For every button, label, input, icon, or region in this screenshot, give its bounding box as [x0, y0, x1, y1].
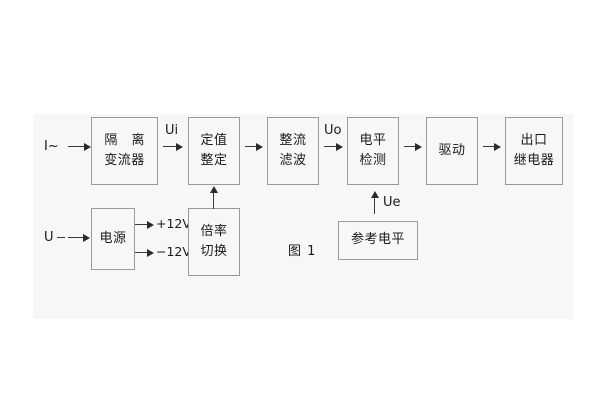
block-rectify-filter-line1: 整流	[279, 132, 307, 148]
block-power-supply-line1: 电源	[99, 230, 127, 246]
arrow-setting-to-rectify-icon	[256, 142, 263, 151]
connector-drive-to-output-line	[483, 146, 496, 147]
block-isolation-transformer-line2: 变流器	[104, 153, 145, 168]
block-setting-value-line1: 定值	[200, 132, 228, 148]
block-rectify-filter-line2: 滤波	[279, 153, 307, 168]
block-ratio-switch-line1: 倍率	[200, 223, 228, 239]
arrow-drive-to-output-icon	[494, 142, 501, 151]
block-drive[interactable]: 驱动	[426, 117, 478, 185]
block-rectify-filter[interactable]: 整流 滤波	[267, 117, 319, 185]
block-level-detection[interactable]: 电平 检测	[347, 117, 399, 185]
block-level-detection-line1: 电平	[359, 132, 387, 148]
label-supply-positive: +12V	[156, 216, 191, 231]
connector-level-to-drive-line	[404, 146, 417, 147]
arrow-ui-icon	[176, 142, 183, 151]
block-level-detection-line2: 检测	[359, 153, 387, 168]
connector-uo-line	[324, 146, 338, 147]
block-ratio-switch-line2: 切换	[200, 244, 228, 259]
block-drive-line1: 驱动	[438, 142, 466, 158]
label-ui: Ui	[165, 123, 179, 138]
arrow-current-input-icon	[84, 142, 91, 151]
connector-voltage-input-line	[68, 237, 85, 238]
figure-caption: 图 1	[288, 244, 317, 259]
connector-voltage-dash	[57, 237, 65, 238]
block-setting-value-line2: 整定	[200, 153, 228, 168]
block-reference-level[interactable]: 参考电平	[338, 221, 418, 260]
block-ratio-switch[interactable]: 倍率 切换	[188, 208, 240, 276]
block-power-supply[interactable]: 电源	[91, 208, 135, 270]
connector-setting-to-rectify-line	[245, 146, 258, 147]
arrow-uo-icon	[336, 142, 343, 151]
block-isolation-transformer[interactable]: 隔 离 变流器	[91, 117, 158, 185]
arrow-level-to-drive-icon	[415, 142, 422, 151]
block-output-relay-line2: 继电器	[513, 153, 555, 168]
connector-ui-line	[163, 146, 178, 147]
label-ue: Ue	[383, 195, 401, 210]
block-reference-level-line1: 参考电平	[350, 232, 405, 248]
label-voltage-input: U	[44, 230, 54, 245]
connector-ratio-to-setting-line	[213, 191, 214, 209]
block-isolation-transformer-line1: 隔 离	[104, 132, 150, 148]
block-output-relay[interactable]: 出口 继电器	[505, 117, 563, 185]
connector-supply-positive-line	[135, 224, 149, 225]
block-output-relay-line1: 出口	[520, 132, 548, 148]
arrow-reference-to-level-icon	[370, 191, 379, 198]
connector-current-input-line	[68, 146, 86, 147]
label-supply-negative: −12V	[156, 244, 191, 259]
label-uo: Uo	[324, 123, 342, 138]
arrow-voltage-input-icon	[83, 233, 90, 242]
connector-supply-negative-line	[135, 252, 149, 253]
arrow-supply-negative-icon	[147, 248, 154, 257]
label-current-input: I~	[44, 139, 59, 154]
connector-reference-to-level-line	[374, 196, 375, 214]
block-setting-value[interactable]: 定值 整定	[188, 117, 240, 185]
arrow-ratio-to-setting-icon	[209, 186, 218, 193]
arrow-supply-positive-icon	[147, 220, 154, 229]
